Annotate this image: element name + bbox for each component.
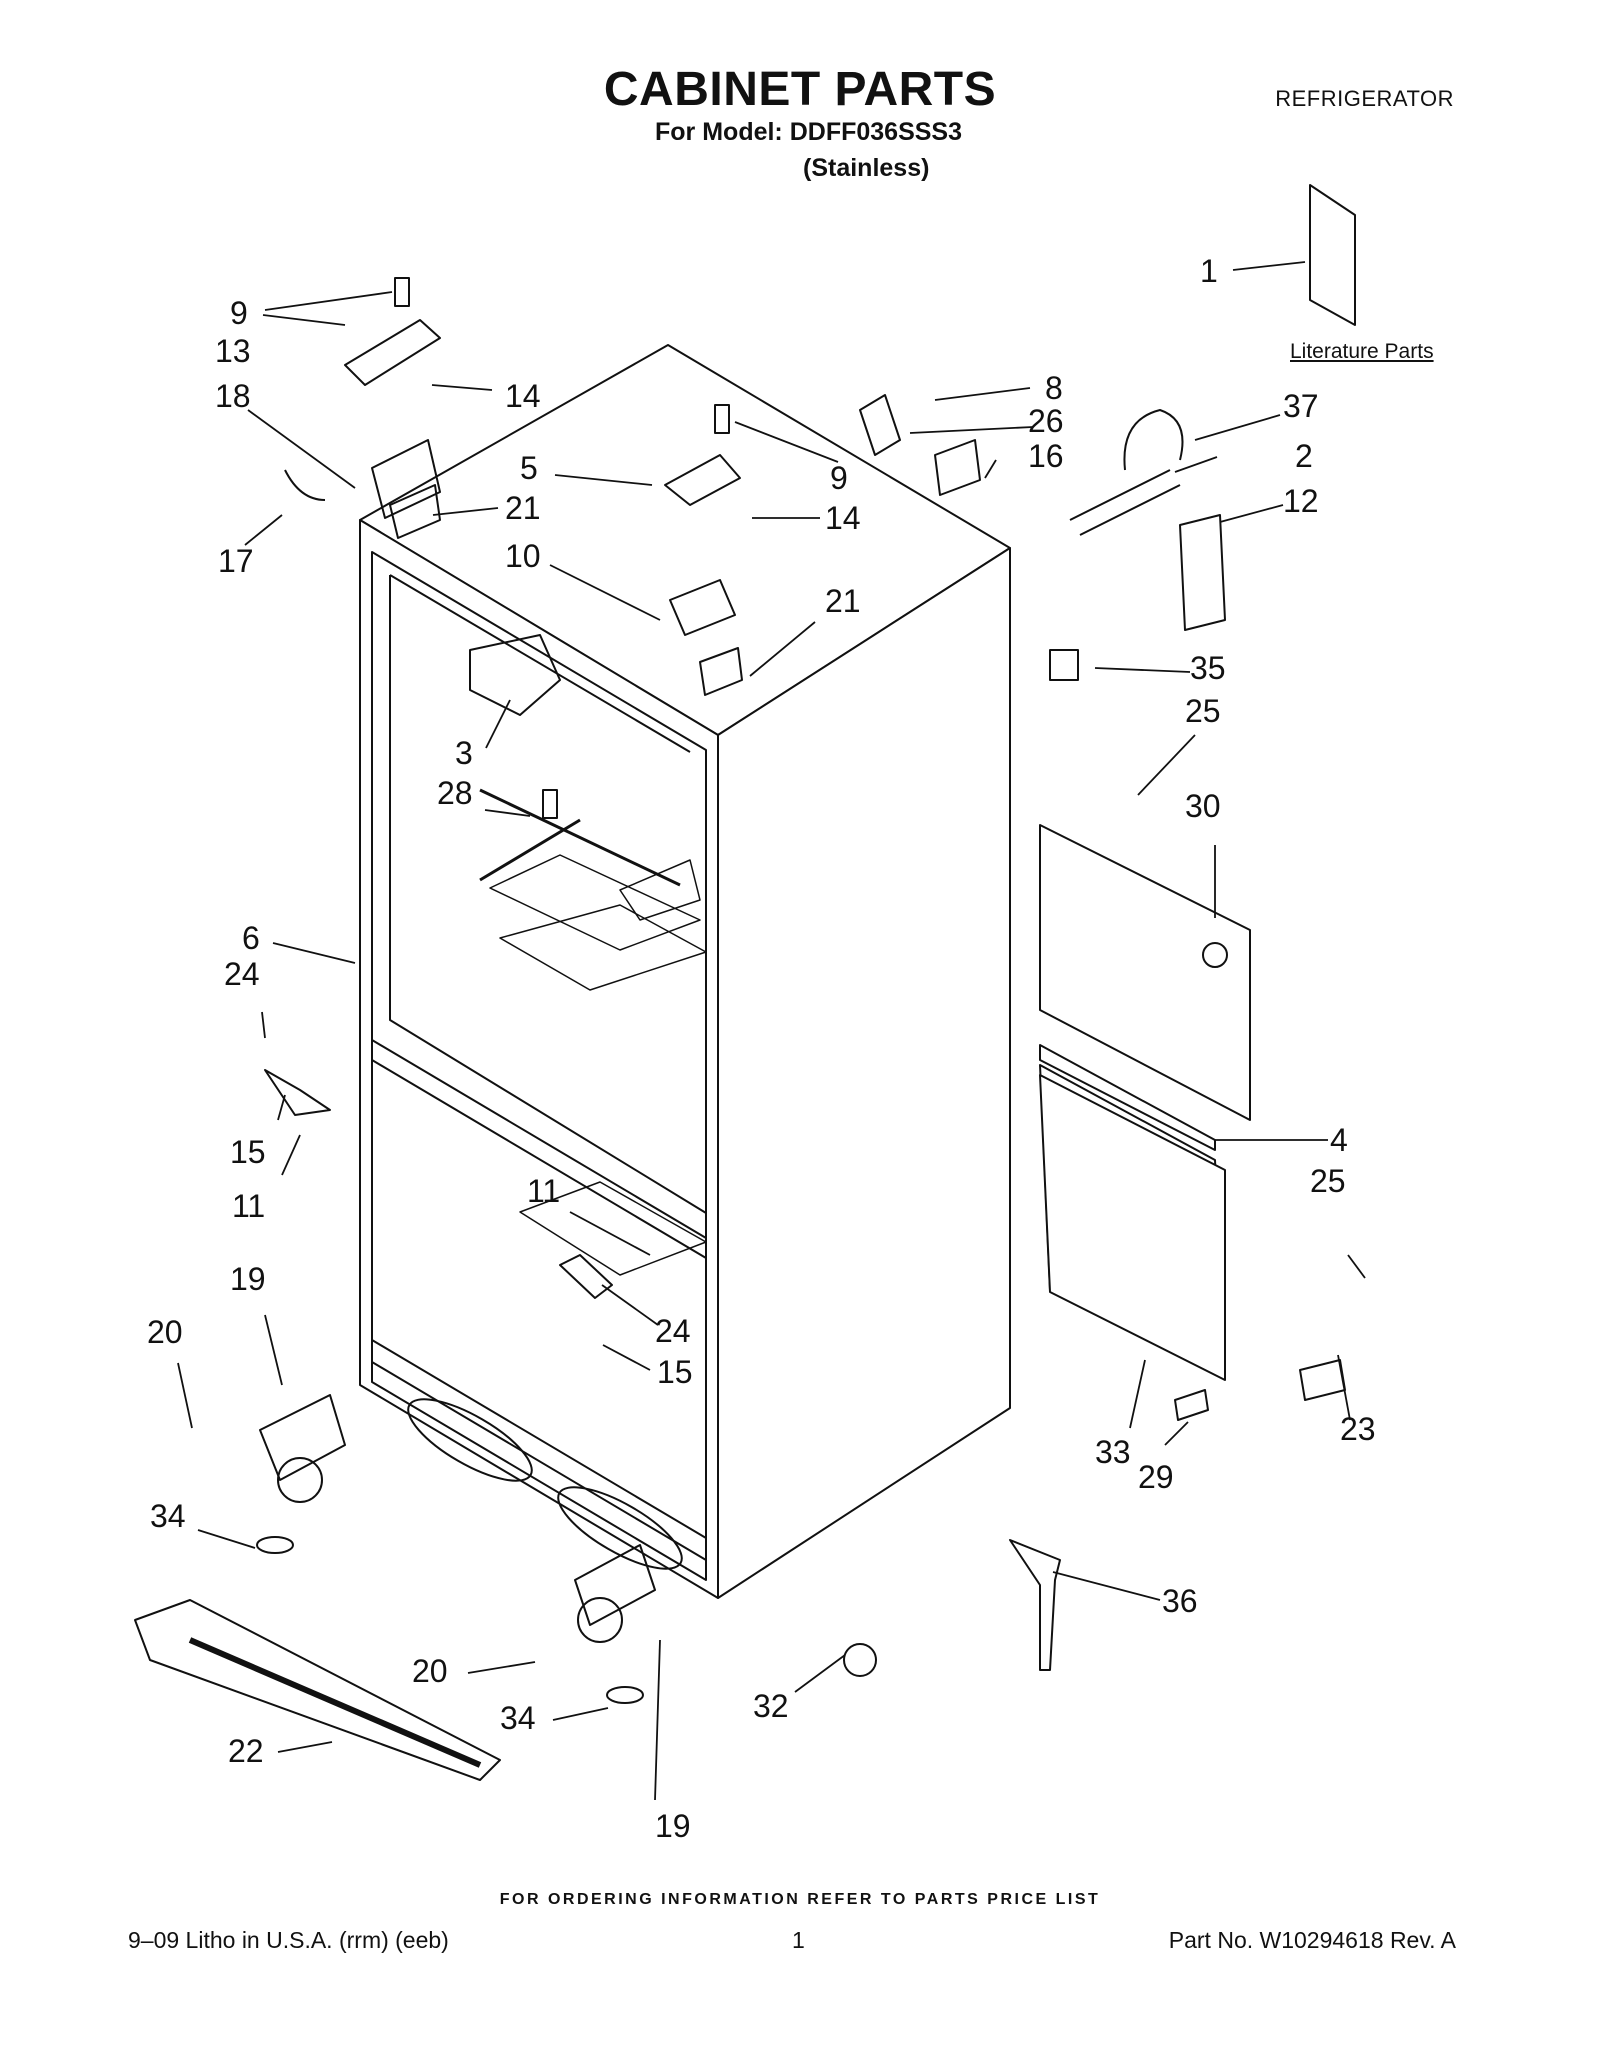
callout-15-left: 15	[230, 1134, 266, 1170]
page-number: 1	[792, 1927, 805, 1953]
rear-access-cover	[1039, 824, 1346, 1421]
callout-21-left: 21	[505, 490, 541, 526]
front-roller-right	[574, 1544, 656, 1704]
callout-17: 17	[218, 543, 254, 579]
finish-line: (Stainless)	[803, 154, 930, 182]
literature-parts-label: Literature Parts	[1290, 340, 1434, 363]
callout-1: 1	[1200, 253, 1218, 289]
callout-9-top-center: 9	[830, 460, 848, 496]
callout-14-center: 14	[825, 500, 861, 536]
top-hinge-center	[469, 404, 743, 819]
callout-12: 12	[1283, 483, 1319, 519]
front-roller-left	[256, 1394, 346, 1554]
callout-20-left: 20	[147, 1314, 183, 1350]
top-hinge-left	[284, 277, 441, 539]
callout-25-lower: 25	[1310, 1163, 1346, 1199]
callout-23: 23	[1340, 1411, 1376, 1447]
callout-19-left: 19	[230, 1261, 266, 1297]
category-label: REFRIGERATOR	[1275, 86, 1454, 111]
misc-parts	[264, 1069, 1061, 1677]
page-title: CABINET PARTS	[603, 63, 997, 116]
callout-22: 22	[228, 1733, 264, 1769]
callout-5: 5	[520, 450, 538, 486]
callout-24-left: 24	[224, 956, 260, 992]
callout-8: 8	[1045, 370, 1063, 406]
callout-11-center: 11	[527, 1173, 561, 1209]
callout-26: 26	[1028, 403, 1064, 439]
callout-leaders	[177, 261, 1366, 1801]
callout-36: 36	[1162, 1583, 1198, 1619]
callout-19-center: 19	[655, 1808, 691, 1844]
litho-note: 9–09 Litho in U.S.A. (rrm) (eeb)	[128, 1927, 449, 1953]
callout-18: 18	[215, 378, 251, 414]
literature-parts	[1309, 184, 1356, 326]
callout-11-left: 11	[232, 1188, 266, 1224]
callout-25-upper: 25	[1185, 693, 1221, 729]
callout-37: 37	[1283, 388, 1319, 424]
callout-34-left: 34	[150, 1498, 186, 1534]
callout-4: 4	[1330, 1122, 1348, 1158]
callout-21-center: 21	[825, 583, 861, 619]
ordering-note: FOR ORDERING INFORMATION REFER TO PARTS …	[499, 1891, 1101, 1908]
cabinet-body	[359, 344, 1011, 1599]
callout-14-left: 14	[505, 378, 541, 414]
callout-9-top-left: 9	[230, 295, 248, 331]
callout-33: 33	[1095, 1434, 1131, 1470]
callout-13: 13	[215, 333, 251, 369]
callout-30: 30	[1185, 788, 1221, 824]
callout-15-center: 15	[657, 1354, 693, 1390]
callout-29: 29	[1138, 1459, 1174, 1495]
water-tube-assembly	[859, 394, 1226, 681]
callout-24-center: 24	[655, 1313, 691, 1349]
callout-35: 35	[1190, 650, 1226, 686]
callout-32: 32	[753, 1688, 789, 1724]
toe-grille	[134, 1599, 501, 1781]
callout-2: 2	[1295, 438, 1313, 474]
callout-3: 3	[455, 735, 473, 771]
callout-16: 16	[1028, 438, 1064, 474]
callout-28: 28	[437, 775, 473, 811]
callout-34-center: 34	[500, 1700, 536, 1736]
callout-10: 10	[505, 538, 541, 574]
part-number: Part No. W10294618 Rev. A	[1168, 1927, 1456, 1953]
model-line: For Model: DDFF036SSS3	[655, 118, 962, 146]
callout-20-center: 20	[412, 1653, 448, 1689]
callout-6: 6	[242, 920, 260, 956]
